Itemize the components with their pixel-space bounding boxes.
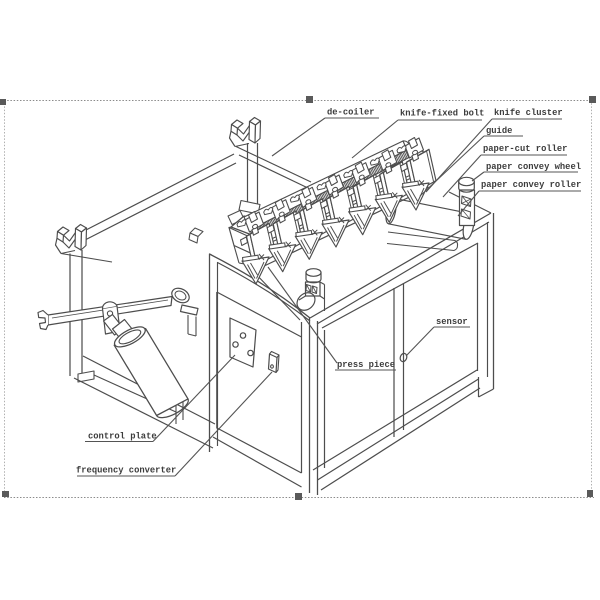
svg-text:press piece: press piece xyxy=(337,360,395,370)
svg-text:paper convey roller: paper convey roller xyxy=(481,180,581,190)
svg-text:knife-fixed bolt: knife-fixed bolt xyxy=(400,109,484,119)
svg-text:de-coiler: de-coiler xyxy=(327,108,375,118)
svg-text:paper convey wheel: paper convey wheel xyxy=(486,162,581,172)
svg-text:control plate: control plate xyxy=(88,432,157,442)
svg-text:knife cluster: knife cluster xyxy=(494,108,563,118)
svg-text:guide: guide xyxy=(486,126,512,136)
svg-text:paper-cut roller: paper-cut roller xyxy=(483,144,567,154)
svg-text:frequency converter: frequency converter xyxy=(76,466,176,476)
svg-text:sensor: sensor xyxy=(436,317,468,327)
